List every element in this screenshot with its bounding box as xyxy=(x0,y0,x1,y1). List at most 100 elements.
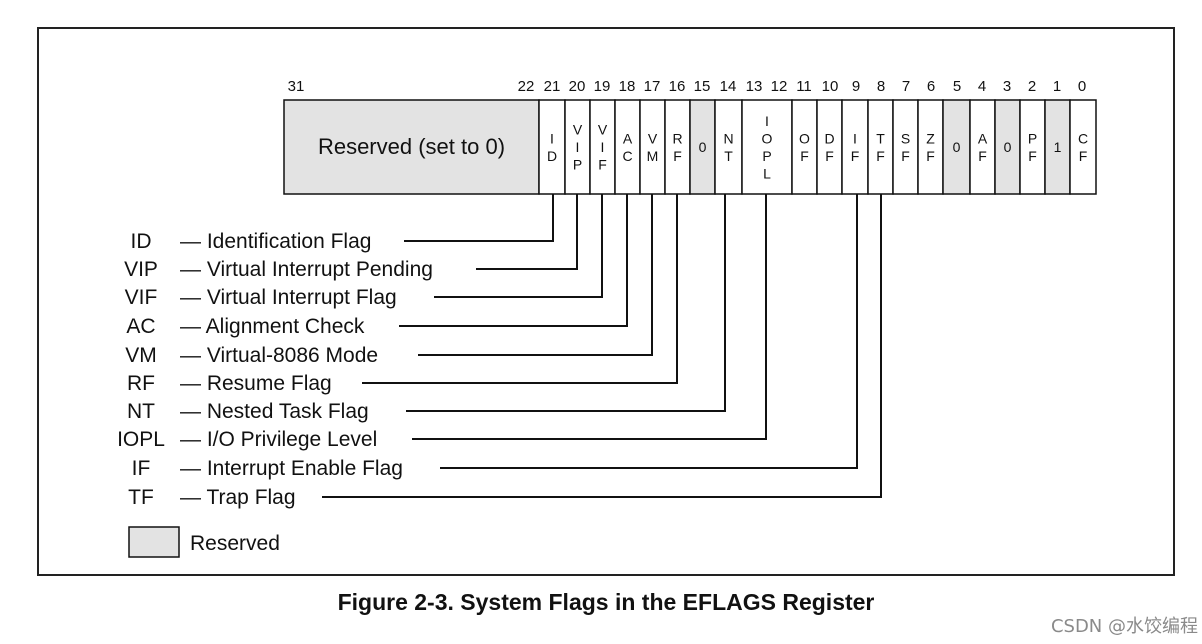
cell-label-bit-21: D xyxy=(547,148,557,164)
flag-name-tf: — Trap Flag xyxy=(180,486,296,509)
bit-number-17: 17 xyxy=(644,78,661,95)
bit-number-18: 18 xyxy=(619,78,636,95)
flag-name-iopl: — I/O Privilege Level xyxy=(180,428,377,451)
register-cell-bit-14 xyxy=(714,99,743,195)
bit-number-6: 6 xyxy=(927,78,935,95)
reserved-bits-block xyxy=(283,99,540,195)
cell-label-bit-20: V xyxy=(573,122,583,138)
cell-label-bit-4: F xyxy=(978,148,987,164)
bit-number-31: 31 xyxy=(288,78,305,95)
cell-label-bit-0: F xyxy=(1079,148,1088,164)
cell-label-bit-11: O xyxy=(799,130,810,146)
cell-label-bit-13-12: I xyxy=(765,113,769,129)
register-cell-bit-5 xyxy=(942,99,971,195)
cell-label-bit-20: P xyxy=(573,157,582,173)
bit-number-0: 0 xyxy=(1078,78,1086,95)
register-cell-bit-1 xyxy=(1044,99,1071,195)
cell-label-bit-1: 1 xyxy=(1054,139,1062,155)
flag-name-id: — Identification Flag xyxy=(180,230,371,253)
leader-line-if xyxy=(440,194,858,469)
bit-number-21: 21 xyxy=(544,78,561,95)
cell-label-bit-16: F xyxy=(673,148,682,164)
cell-label-bit-6: Z xyxy=(926,130,935,146)
cell-label-bit-2: P xyxy=(1028,130,1037,146)
leader-line-tf xyxy=(322,194,882,498)
register-cell-bit-10 xyxy=(816,99,843,195)
flag-abbr-rf: RF xyxy=(127,372,155,395)
flag-abbr-if: IF xyxy=(132,457,151,480)
leader-line-iopl xyxy=(412,194,767,440)
cell-label-bit-7: S xyxy=(901,130,910,146)
reserved-legend-label: Reserved xyxy=(190,532,280,555)
flag-name-nt: — Nested Task Flag xyxy=(180,400,369,423)
cell-label-bit-19: I xyxy=(601,139,605,155)
leader-line-vm xyxy=(418,194,653,356)
bit-number-2: 2 xyxy=(1028,78,1036,95)
register-cell-bit-11 xyxy=(791,99,818,195)
register-cell-bit-16 xyxy=(664,99,691,195)
cell-label-bit-7: F xyxy=(901,148,910,164)
register-cell-bit-9 xyxy=(841,99,869,195)
cell-label-bit-2: F xyxy=(1028,148,1037,164)
flag-abbr-tf: TF xyxy=(128,486,154,509)
cell-label-bit-5: 0 xyxy=(953,139,961,155)
cell-label-bit-17: V xyxy=(648,130,658,146)
flag-abbr-vm: VM xyxy=(125,344,157,367)
bit-number-9: 9 xyxy=(852,78,860,95)
register-cell-bit-6 xyxy=(917,99,944,195)
flag-name-vip: — Virtual Interrupt Pending xyxy=(180,258,433,281)
figure-frame xyxy=(37,27,1175,576)
register-cell-bit-15 xyxy=(689,99,716,195)
cell-label-bit-14: N xyxy=(723,130,733,146)
cell-label-bit-3: 0 xyxy=(1004,139,1012,155)
cell-label-bit-11: F xyxy=(800,148,809,164)
cell-label-bit-13-12: L xyxy=(763,165,771,181)
register-cell-bit-17 xyxy=(639,99,666,195)
bit-number-14: 14 xyxy=(720,78,737,95)
leader-line-ac xyxy=(399,194,628,327)
bit-number-20: 20 xyxy=(569,78,586,95)
cell-label-bit-10: D xyxy=(824,130,834,146)
flag-name-if: — Interrupt Enable Flag xyxy=(180,457,403,480)
register-cell-bit-0 xyxy=(1069,99,1097,195)
cell-label-bit-9: F xyxy=(851,148,860,164)
cell-label-bit-21: I xyxy=(550,130,554,146)
cell-label-bit-19: F xyxy=(598,157,607,173)
cell-label-bit-9: I xyxy=(853,130,857,146)
cell-label-bit-10: F xyxy=(825,148,834,164)
reserved-block-label: Reserved (set to 0) xyxy=(318,134,505,159)
flag-abbr-vif: VIF xyxy=(125,286,158,309)
cell-label-bit-8: F xyxy=(876,148,885,164)
bit-number-3: 3 xyxy=(1003,78,1011,95)
flag-name-vm: — Virtual-8086 Mode xyxy=(180,344,378,367)
cell-label-bit-18: C xyxy=(622,148,632,164)
cell-label-bit-8: T xyxy=(876,130,885,146)
leader-line-id xyxy=(404,194,554,242)
leader-line-vif xyxy=(434,194,603,298)
flag-abbr-iopl: IOPL xyxy=(117,428,165,451)
cell-label-bit-20: I xyxy=(576,139,580,155)
register-cell-bit-4 xyxy=(969,99,996,195)
register-cell-bit-2 xyxy=(1019,99,1046,195)
bit-number-11: 11 xyxy=(796,78,812,95)
bit-number-19: 19 xyxy=(594,78,611,95)
bit-number-8: 8 xyxy=(877,78,885,95)
cell-label-bit-19: V xyxy=(598,122,608,138)
bit-number-7: 7 xyxy=(902,78,910,95)
cell-label-bit-16: R xyxy=(672,130,682,146)
bit-number-10: 10 xyxy=(822,78,839,95)
leader-line-rf xyxy=(362,194,678,384)
leader-line-vip xyxy=(476,194,578,270)
figure-caption: Figure 2-3. System Flags in the EFLAGS R… xyxy=(337,589,875,615)
cell-label-bit-0: C xyxy=(1078,130,1088,146)
flag-abbr-nt: NT xyxy=(127,400,155,423)
cell-label-bit-6: F xyxy=(926,148,935,164)
bit-number-16: 16 xyxy=(669,78,686,95)
bit-number-15: 15 xyxy=(694,78,711,95)
bit-number-5: 5 xyxy=(953,78,961,95)
flag-abbr-vip: VIP xyxy=(124,258,158,281)
bit-number-1: 1 xyxy=(1053,78,1061,95)
register-cell-bit-19 xyxy=(589,99,616,195)
cell-label-bit-13-12: P xyxy=(762,148,771,164)
